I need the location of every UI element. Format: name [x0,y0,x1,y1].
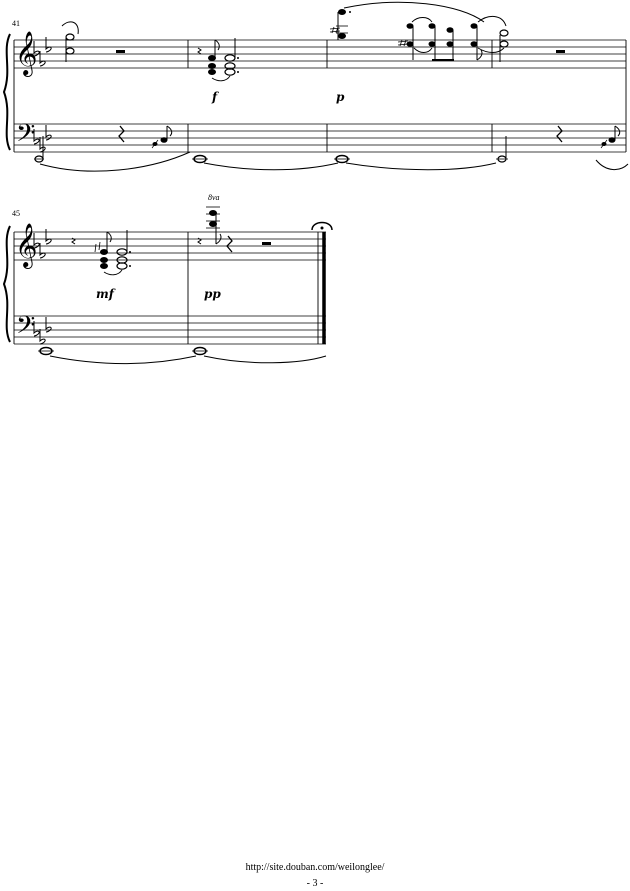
treble-staff [14,39,626,69]
half-rest [116,50,125,53]
dynamic-f: f [211,90,219,104]
barlines [13,40,627,152]
bass-clef-icon: 𝄢 [16,119,35,154]
treble-clef-icon-2: 𝄞 [15,223,37,269]
half-rest-m44 [556,50,565,53]
grand-staff-brace [2,33,11,151]
system-2: 45 𝄞 𝄢 [2,193,333,364]
grand-staff-brace-2 [2,225,11,343]
measure-number-45: 45 [12,209,20,218]
treble-clef-icon: 𝄞 [15,31,37,77]
bass-clef-icon-2: 𝄢 [16,311,35,346]
barlines-2 [13,232,326,344]
page-number: - 3 - [306,878,324,889]
dynamic-p: p [336,90,345,104]
m43-treble-notes [329,1,485,61]
half-rest-m46 [262,242,271,245]
measure-number-41: 41 [12,19,20,28]
m46-treble-notes: 8va [197,193,233,253]
m44-bass-notes [496,125,629,170]
system-1: 41 𝄞 𝄢 [2,1,629,172]
dynamic-mf: mf [96,287,116,301]
m45-46-bass-whole-notes [38,346,327,364]
bass-staff [14,123,626,153]
m42-43-bass-whole-notes [192,154,497,171]
m41-treble-chord [61,21,79,62]
footer-url: http://site.douban.com/weilonglee/ [245,862,385,873]
dynamic-pp: pp [204,287,221,301]
bass-staff-2 [14,315,326,345]
ottava-mark: 8va [208,193,220,202]
fermata-icon [311,221,333,231]
key-signature-bass-2 [33,316,52,345]
m42-treble-chord [197,38,239,82]
m44-treble-chord [477,16,509,62]
m41-bass-notes [34,125,191,172]
treble-staff-2 [14,231,326,261]
m45-treble-chord [71,230,131,276]
